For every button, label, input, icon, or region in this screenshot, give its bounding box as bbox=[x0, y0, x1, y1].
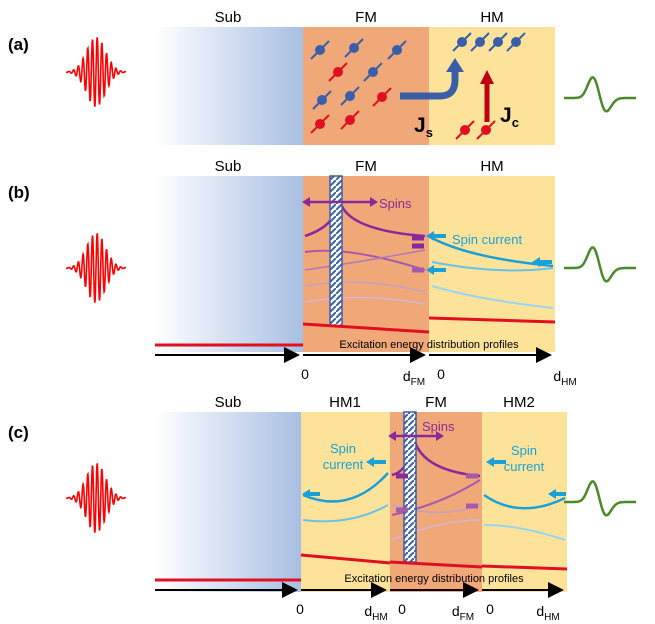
laser-pulse-wave bbox=[66, 463, 126, 533]
fm-label: FM bbox=[355, 9, 377, 26]
interface-arrows-icon bbox=[412, 231, 552, 275]
sub-label: Sub bbox=[215, 9, 242, 26]
laser-pulse-icon bbox=[66, 37, 126, 107]
interface-arrows-icon bbox=[302, 457, 566, 513]
tick-zero: 0 bbox=[301, 366, 309, 382]
panel-a-label: (a) bbox=[8, 35, 29, 54]
tick-dhm1: dHM bbox=[364, 603, 387, 623]
panel-b-label: (b) bbox=[8, 183, 30, 202]
tick-zero-fm: 0 bbox=[398, 601, 406, 617]
excitation-profile-hm bbox=[428, 316, 556, 324]
fm-label: FM bbox=[355, 158, 377, 175]
laser-pulse-icon bbox=[66, 463, 126, 533]
probe-beam-icon bbox=[403, 411, 417, 563]
spin-current-curves-hm1 bbox=[302, 472, 389, 523]
panel-a: (a) Sub FM HM bbox=[8, 9, 636, 145]
spin-current-label-hm1-line2: current bbox=[323, 457, 364, 472]
spin-current-arrow-icon bbox=[400, 70, 459, 100]
charge-current-arrowhead-icon bbox=[480, 70, 494, 84]
panel-b: (b) Sub FM HM Spins bbox=[8, 158, 636, 388]
spins-label: Spins bbox=[379, 196, 412, 211]
substrate-layer bbox=[155, 176, 303, 352]
spin-current-curves-hm2 bbox=[483, 493, 566, 541]
hm1-label: HM1 bbox=[329, 394, 361, 411]
thz-pulse-icon bbox=[564, 76, 636, 113]
spins-arrowhead-left-icon bbox=[302, 197, 310, 207]
substrate-layer bbox=[155, 412, 301, 592]
profiles-label: Excitation energy distribution profiles bbox=[344, 573, 524, 585]
hm2-label: HM2 bbox=[503, 394, 535, 411]
excitation-profile-fm bbox=[302, 322, 430, 334]
hm-label: HM bbox=[480, 9, 503, 26]
spin-current-label-hm2-line2: current bbox=[504, 459, 545, 474]
spin-current-arrowhead-icon bbox=[446, 58, 464, 72]
excitation-profile-hm2 bbox=[481, 564, 568, 571]
tick-dfm: dFM bbox=[452, 603, 474, 623]
spins-arrowhead-right-icon bbox=[370, 197, 378, 207]
spin-current-label-hm1: Spin bbox=[330, 441, 356, 456]
thz-wave bbox=[564, 246, 636, 283]
tick-dhm2: dHM bbox=[536, 603, 559, 623]
panel-c: (c) Sub HM1 FM HM2 Spins bbox=[8, 394, 636, 623]
spins-arrowhead-left-icon bbox=[388, 431, 396, 441]
spin-icons-hm bbox=[452, 32, 526, 140]
probe-beam-icon bbox=[329, 175, 343, 327]
js-label: Js bbox=[414, 114, 433, 140]
thz-wave bbox=[564, 480, 636, 517]
spin-current-label-hm2: Spin bbox=[511, 443, 537, 458]
sub-label: Sub bbox=[215, 158, 242, 175]
tick-dfm: dFM bbox=[403, 368, 425, 388]
tick-zero-hm: 0 bbox=[437, 366, 445, 382]
spin-current-curves bbox=[431, 236, 554, 309]
thz-pulse-icon bbox=[564, 246, 636, 283]
hm-label: HM bbox=[480, 158, 503, 175]
sub-label: Sub bbox=[215, 394, 242, 411]
spin-current-label: Spin current bbox=[452, 232, 522, 247]
fm-label: FM bbox=[425, 394, 447, 411]
tick-dhm: dHM bbox=[553, 368, 576, 388]
hm-layer bbox=[429, 27, 555, 145]
jc-label: Jc bbox=[500, 104, 519, 130]
tick-zero: 0 bbox=[296, 601, 304, 617]
spin-icons-fm bbox=[310, 38, 407, 134]
spins-label: Spins bbox=[422, 419, 455, 434]
laser-pulse-wave bbox=[66, 233, 126, 303]
thz-wave bbox=[564, 76, 636, 113]
thz-pulse-icon bbox=[564, 480, 636, 517]
spins-arrowhead-right-icon bbox=[436, 431, 444, 441]
tick-zero-hm2: 0 bbox=[486, 601, 494, 617]
substrate-layer bbox=[155, 27, 303, 145]
panel-c-label: (c) bbox=[8, 423, 29, 442]
hm1-layer bbox=[301, 412, 390, 592]
excitation-profile-hm1 bbox=[300, 553, 391, 565]
profiles-label: Excitation energy distribution profiles bbox=[339, 339, 519, 351]
laser-pulse-icon bbox=[66, 233, 126, 303]
excitation-profile-fm bbox=[389, 560, 483, 569]
laser-pulse-wave bbox=[66, 37, 126, 107]
